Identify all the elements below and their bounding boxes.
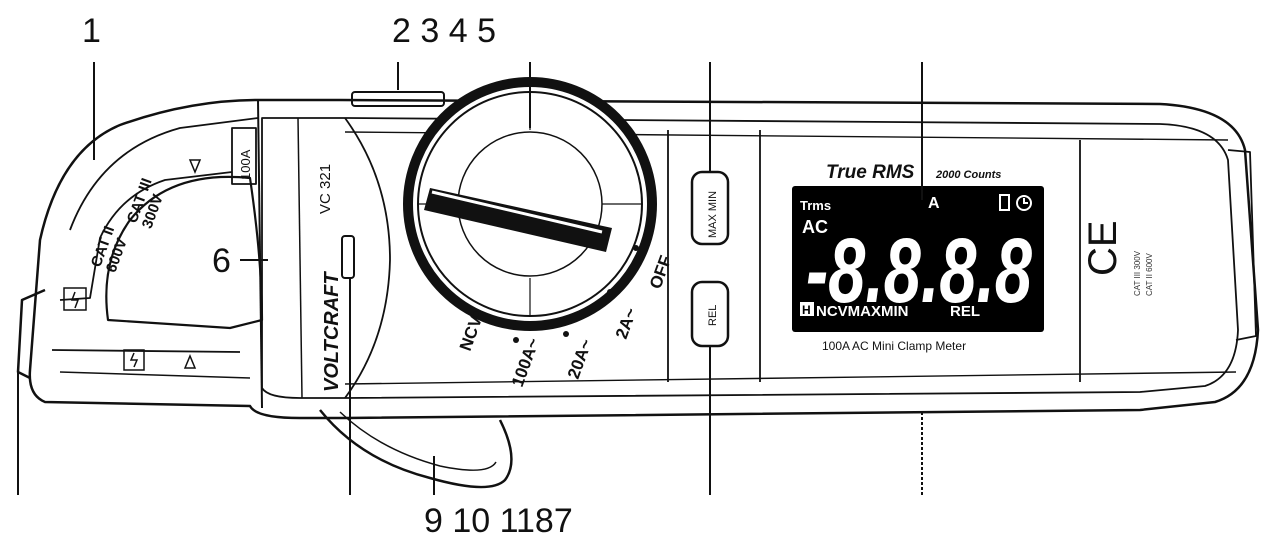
side-button[interactable] <box>341 235 355 279</box>
callout-1: 1 <box>82 12 101 50</box>
dial-label-20a: 20A~ <box>564 336 596 381</box>
brand-label: VOLTCRAFT <box>321 271 343 392</box>
lcd-ac: AC <box>802 217 828 237</box>
dial-pointer <box>424 188 612 252</box>
hazard-icon-1 <box>63 287 87 311</box>
top-slider[interactable] <box>351 91 445 107</box>
lcd-trms: Trms <box>800 198 831 213</box>
rel-button[interactable]: REL <box>690 280 730 348</box>
callout-9-10-11-8-7: 9 10 1187 <box>424 502 573 540</box>
lcd-ncvmaxmin: NCVMAXMIN <box>816 303 909 320</box>
display-counts: 2000 Counts <box>935 169 1001 181</box>
lcd-screen <box>792 186 1044 332</box>
lcd-h-box <box>800 302 814 316</box>
cat-rating-2: CAT II 600V <box>1145 253 1154 297</box>
hazard-icon-2 <box>123 349 145 371</box>
cat-rating-1: CAT III 300V <box>1133 250 1142 296</box>
svg-text:REL: REL <box>707 305 719 326</box>
dial-label-off: OFF <box>646 253 675 291</box>
jaw-markings <box>63 159 202 371</box>
ce-mark: CE <box>1081 220 1125 276</box>
display-header: True RMS <box>826 162 915 183</box>
battery-icon <box>999 194 1010 211</box>
lcd-digits: -8.8.8.8 <box>806 220 1033 322</box>
display-subtitle: 100A AC Mini Clamp Meter <box>822 339 966 353</box>
maxmin-button[interactable]: MAX MIN <box>690 170 730 246</box>
amp-label: 100A <box>238 149 253 180</box>
lcd-amp: A <box>928 195 940 212</box>
callout-2345: 2 3 4 5 <box>392 12 496 50</box>
housing-outline <box>28 98 1260 420</box>
jaw-trigger[interactable] <box>319 409 513 489</box>
lcd-rel: REL <box>950 303 980 320</box>
callout-6: 6 <box>212 242 231 280</box>
svg-text:H: H <box>802 303 811 317</box>
cat-300-label: CAT III300V <box>124 176 171 231</box>
svg-text:MAX MIN: MAX MIN <box>707 191 719 238</box>
dial-label-ncv: NCV <box>456 313 486 354</box>
model-label: VC 321 <box>317 164 334 214</box>
auto-off-icon <box>1016 195 1032 211</box>
dial-label-2a: 2A~ <box>612 305 641 341</box>
